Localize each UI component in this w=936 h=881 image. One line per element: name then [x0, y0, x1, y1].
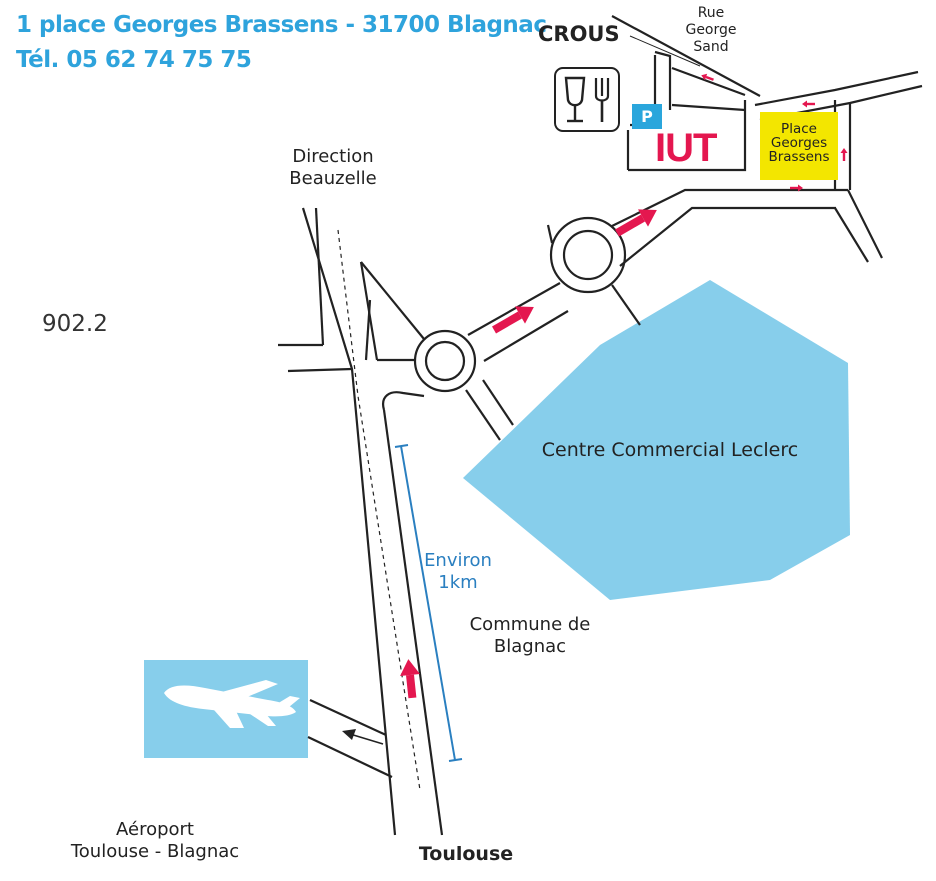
- centre-commercial-label: Centre Commercial Leclerc: [541, 439, 799, 461]
- oneway-arrow-4: [790, 184, 803, 192]
- connector-road: [465, 282, 569, 441]
- rue-label-line3: Sand: [693, 38, 729, 55]
- parking-icon: [632, 104, 662, 129]
- oneway-arrow-1: [701, 73, 714, 81]
- rue-label-line1: Rue: [697, 5, 725, 21]
- commune-label: Commune de Blagnac: [450, 614, 610, 657]
- airplane-icon: [164, 680, 300, 728]
- crous-label: CROUS: [538, 22, 620, 46]
- roundabout-east-island: [562, 229, 614, 281]
- airport-road: [307, 699, 393, 778]
- commune-label-line2: Blagnac: [493, 635, 567, 657]
- route-arrow-to-roundabout-east: [492, 306, 534, 334]
- airport-direction-arrow: [342, 729, 384, 745]
- direction-label-line1: Direction: [292, 146, 374, 167]
- direction-label-line2: Beauzelle: [289, 167, 377, 189]
- distance-label-line2: 1km: [438, 571, 478, 593]
- route-arrow-to-iut: [615, 209, 657, 237]
- place-label: Place Georges Brassens: [760, 122, 838, 165]
- rue-george-sand-label: Rue George Sand: [676, 5, 746, 55]
- place-label-line2: Georges: [770, 135, 828, 152]
- west-cross-road: [278, 261, 425, 373]
- toulouse-label: Toulouse: [418, 843, 514, 865]
- commune-label-line1: Commune de: [469, 614, 591, 635]
- restaurant-icon: [554, 67, 620, 132]
- road-median-dashes: [337, 229, 421, 791]
- parking-label: P: [641, 107, 653, 126]
- address-line: 1 place Georges Brassens - 31700 Blagnac: [16, 12, 547, 38]
- direction-label: Direction Beauzelle: [270, 146, 396, 189]
- route-arrow-north: [400, 659, 420, 699]
- airport-label-line1: Aéroport: [116, 819, 194, 840]
- leclerc-area: [463, 280, 850, 600]
- phone-line: Tél. 05 62 74 75 75: [16, 47, 252, 73]
- place-label-line3: Brassens: [768, 149, 830, 166]
- distance-marker: [394, 444, 463, 762]
- oneway-arrow-2: [802, 100, 815, 108]
- airport-label-line2: Toulouse - Blagnac: [70, 840, 240, 862]
- iut-label: IUT: [655, 126, 717, 170]
- place-label-line1: Place: [781, 121, 817, 137]
- rue-george-sand-pointer: [629, 35, 701, 67]
- place-georges-brassens-box: [760, 112, 838, 180]
- distance-label-line1: Environ: [424, 550, 492, 571]
- oneway-arrow-3: [840, 148, 848, 161]
- road-number-label: 902.2: [42, 311, 108, 337]
- rue-label-line2: George: [685, 21, 737, 38]
- distance-label: Environ 1km: [410, 550, 506, 593]
- airport-label: Aéroport Toulouse - Blagnac: [50, 819, 260, 862]
- route-arrows: [400, 73, 848, 699]
- roundabout-west-island: [424, 340, 466, 382]
